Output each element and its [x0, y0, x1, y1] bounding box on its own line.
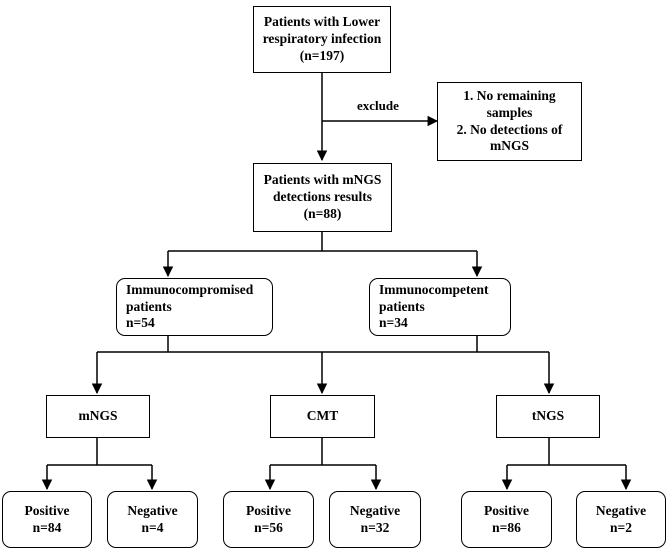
box-text-line: Negative — [595, 502, 647, 518]
box-text-line: n=54 — [126, 315, 155, 331]
box-text-line: mNGS — [78, 408, 118, 424]
box-text-line: n=34 — [379, 315, 408, 331]
box-text-line: Positive — [484, 502, 529, 518]
box-text-line: Patients with mNGS — [263, 172, 382, 188]
box-text-line: 1. No remaining — [463, 87, 556, 103]
box-text-line: Positive — [246, 502, 291, 518]
box-text-line: Negative — [127, 502, 178, 518]
box-mngs: mNGS — [46, 395, 150, 438]
box-text-line: (n=88) — [303, 205, 342, 221]
box-text-line: Negative — [349, 502, 401, 518]
box-text-line: n=86 — [492, 519, 521, 535]
box-text-line: mNGS — [489, 138, 529, 154]
exclude-label: exclude — [357, 98, 399, 113]
box-text-line: Immunocompetent — [379, 281, 489, 297]
box-tngs: tNGS — [496, 395, 600, 438]
box-cmt: CMT — [270, 395, 375, 438]
box-text-line: Patients with Lower — [263, 14, 381, 30]
box-text-line: n=4 — [141, 519, 164, 535]
box-text-line: respiratory infection — [262, 31, 382, 47]
box-text-line: n=56 — [254, 519, 283, 535]
box-text-line: patients — [379, 298, 425, 314]
box-text-line: n=2 — [610, 519, 632, 535]
box-text-line: detections results — [272, 189, 373, 205]
box-text-line: 2. No detections of — [456, 121, 563, 137]
box-text-line: Immunocompromised — [126, 281, 254, 297]
box-text-line: patients — [126, 298, 172, 314]
box-text-line: samples — [486, 104, 533, 120]
box-text-line: Positive — [24, 502, 70, 518]
box-text-line: tNGS — [531, 408, 565, 424]
box-text-line: CMT — [306, 408, 339, 424]
box-text-line: (n=197) — [299, 47, 345, 63]
box-text-line: n=32 — [360, 519, 390, 535]
box-text-line: n=84 — [32, 519, 62, 535]
